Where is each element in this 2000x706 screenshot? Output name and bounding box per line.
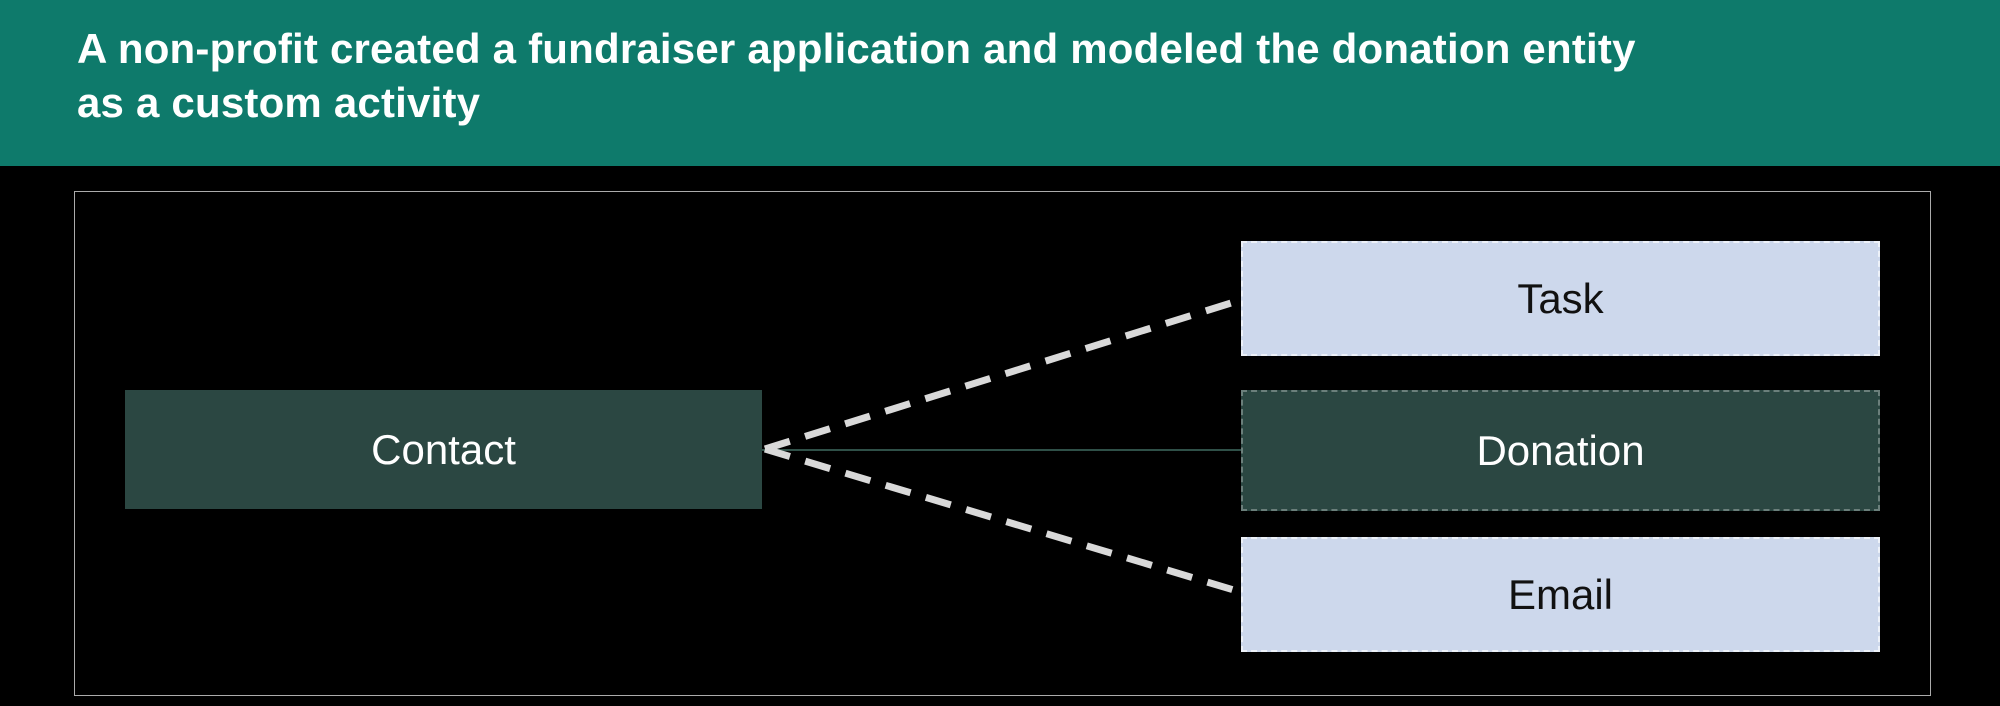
node-donation-label: Donation	[1476, 426, 1645, 474]
node-contact-label: Contact	[371, 425, 516, 473]
edge-contact-email	[763, 445, 1249, 598]
node-contact: Contact	[125, 390, 762, 509]
node-email: Email	[1241, 537, 1880, 652]
banner-title-line2: as a custom activity	[77, 79, 481, 126]
banner-title: A non-profit created a fundraiser applic…	[77, 22, 1910, 130]
edge-contact-task	[763, 294, 1249, 453]
node-donation: Donation	[1241, 390, 1880, 511]
diagram-edges	[762, 294, 1249, 598]
node-email-label: Email	[1507, 570, 1614, 618]
node-task: Task	[1241, 241, 1880, 356]
banner-title-line1: A non-profit created a fundraiser applic…	[77, 25, 1636, 72]
diagram-frame: Contact Task Donation Email	[74, 191, 1931, 696]
banner: A non-profit created a fundraiser applic…	[0, 0, 2000, 166]
node-task-label: Task	[1517, 274, 1604, 322]
